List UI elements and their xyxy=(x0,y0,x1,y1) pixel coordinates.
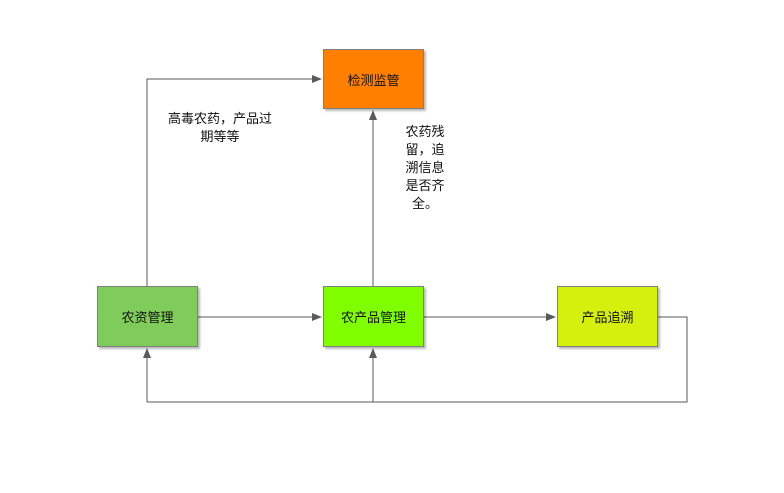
node-inspection[interactable]: 检测监管 xyxy=(323,49,424,109)
annotation-toxic-pesticide: 高毒农药，产品过期等等 xyxy=(167,112,272,145)
node-agri-product[interactable]: 农产品管理 xyxy=(323,286,424,347)
annotation-pesticide-residue: 农药残留，追溯信息是否齐全。 xyxy=(405,125,445,212)
node-agri-input[interactable]: 农资管理 xyxy=(97,286,198,347)
node-trace[interactable]: 产品追溯 xyxy=(557,286,658,347)
edge-input-to-inspection xyxy=(146,75,322,286)
edge-trace-feedback xyxy=(147,316,688,403)
